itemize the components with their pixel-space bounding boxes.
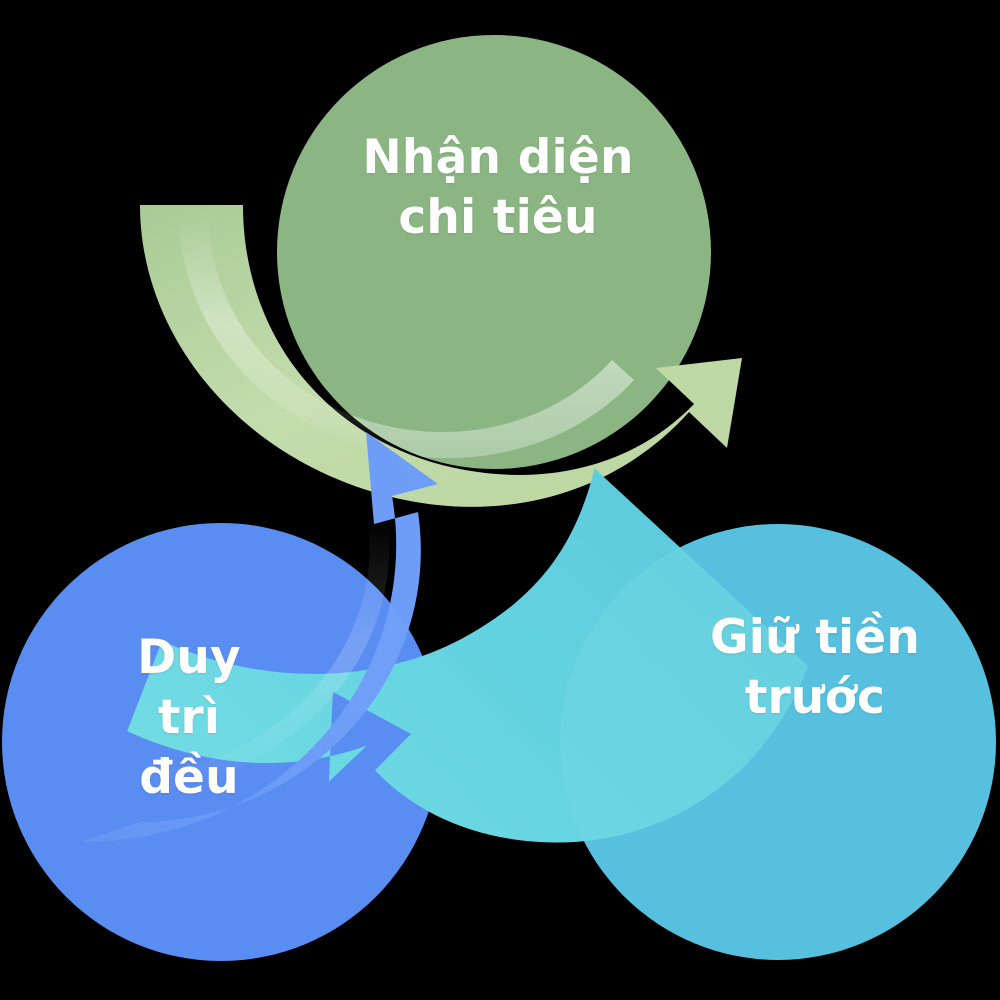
arrow-green-sheen [178,214,634,459]
node-circle-green[interactable] [277,35,711,469]
arrow-blue-to-green[interactable] [80,432,438,842]
arrow-green-to-cyan[interactable] [140,205,742,507]
arrow-blue-body [80,432,438,842]
arrow-cyan-to-blue[interactable] [124,374,842,900]
arrow-blue-sheen [152,516,390,790]
arrow-green-body [140,205,742,507]
arrow-cyan-body [127,468,809,843]
